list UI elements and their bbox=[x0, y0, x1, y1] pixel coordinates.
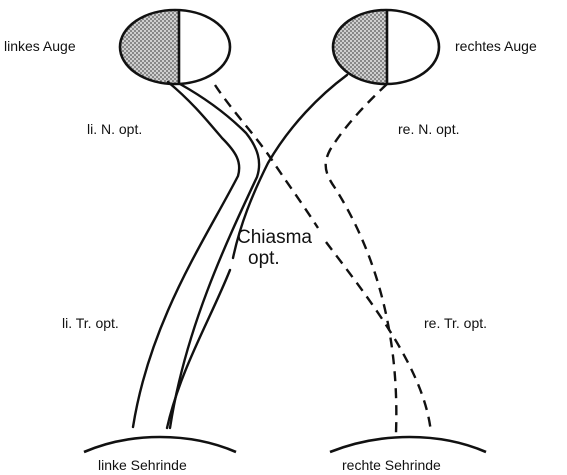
right-optic-tract-label: re. Tr. opt. bbox=[424, 315, 487, 331]
right-nerve-dashed-inner-edge bbox=[213, 84, 320, 229]
left-eye bbox=[118, 8, 232, 86]
left-nerve-inner-edge bbox=[168, 82, 261, 430]
right-optic-nerve-label: re. N. opt. bbox=[398, 121, 459, 137]
right-eye-label: rechtes Auge bbox=[455, 38, 537, 54]
right-crossing-edge bbox=[231, 73, 349, 260]
right-eye-shaded-half bbox=[333, 10, 387, 84]
left-cortex-arc bbox=[83, 435, 237, 454]
right-cortex-label: rechte Sehrinde bbox=[342, 457, 441, 473]
right-cortex-arc bbox=[329, 435, 487, 454]
left-eye-shaded-half bbox=[120, 10, 179, 84]
left-nerve-outer-edge bbox=[131, 80, 241, 429]
right-tract-dashed-edge bbox=[325, 241, 433, 434]
right-eye-dashed-pathway bbox=[213, 83, 433, 434]
right-nerve-dashed-edge bbox=[324, 83, 398, 434]
left-eye-label: linkes Auge bbox=[4, 38, 76, 54]
right-eye-crossing-pathway bbox=[165, 73, 349, 430]
right-crossing-edge-continuation bbox=[165, 268, 232, 430]
chiasma-label-line2: opt. bbox=[248, 248, 280, 269]
left-cortex-label: linke Sehrinde bbox=[98, 457, 187, 473]
left-optic-tract-label: li. Tr. opt. bbox=[62, 315, 119, 331]
left-optic-nerve-label: li. N. opt. bbox=[87, 121, 142, 137]
left-eye-solid-pathway bbox=[131, 80, 261, 430]
chiasma-label-line1: Chiasma bbox=[237, 227, 312, 248]
